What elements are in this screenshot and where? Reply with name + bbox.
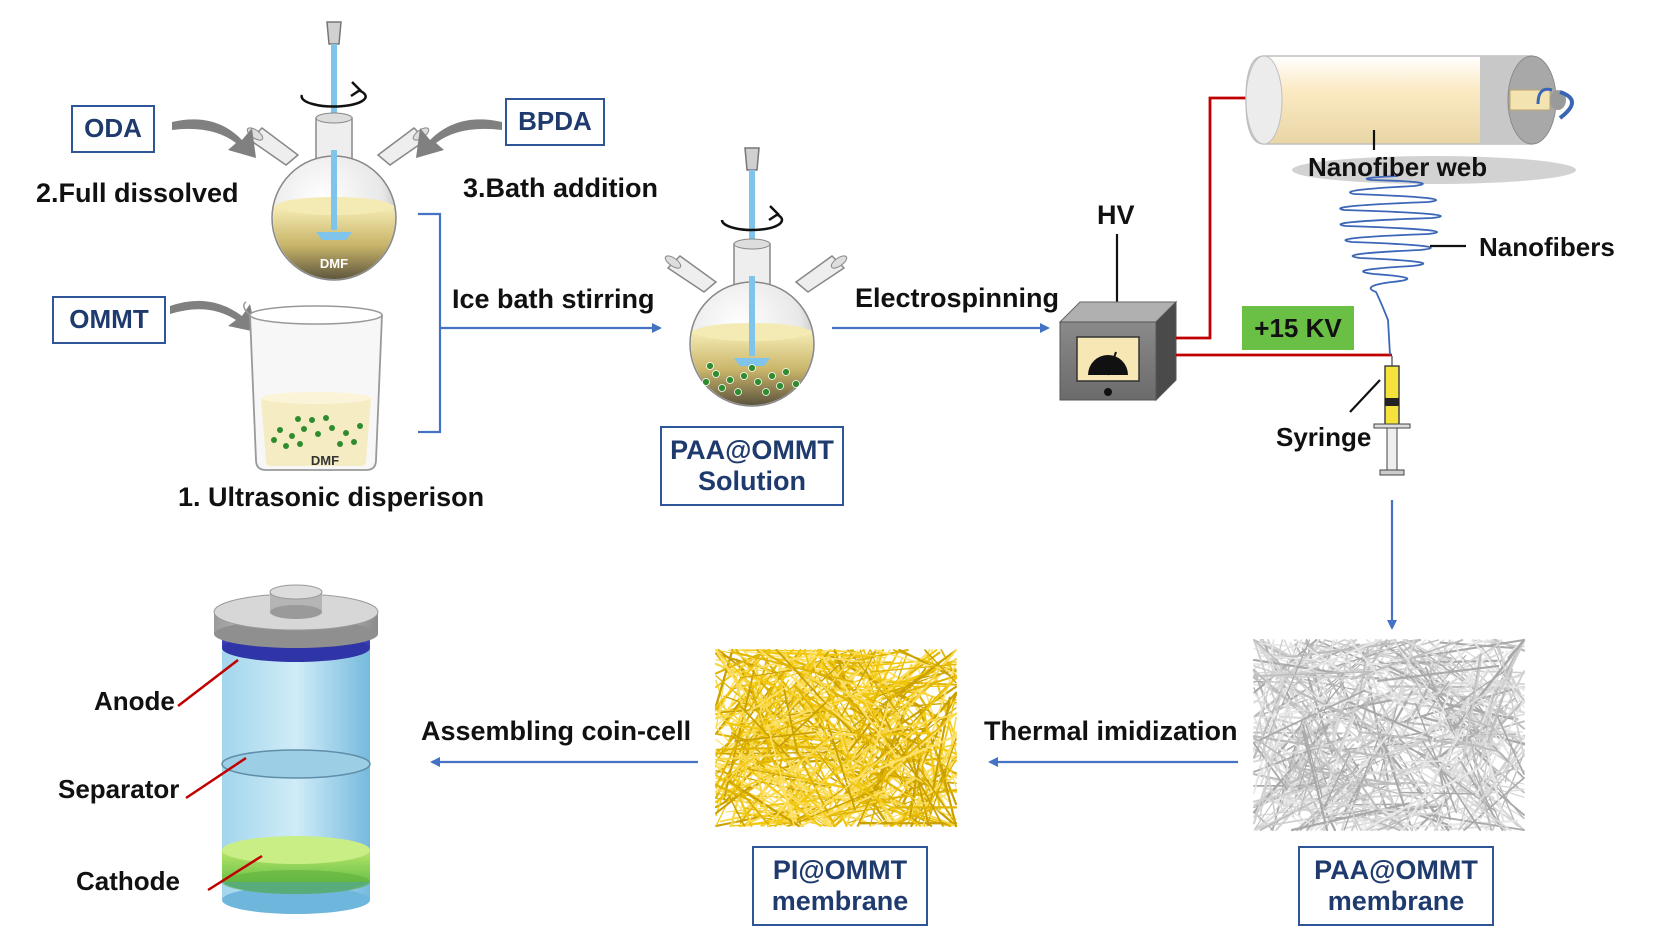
- reaction-flask-1: DMF: [245, 22, 430, 285]
- reagent-ommt: OMMT: [52, 296, 166, 344]
- fiber-strand: [1405, 760, 1467, 762]
- voltage-badge: +15 KV: [1242, 306, 1354, 350]
- reagent-bpda: BPDA: [505, 98, 605, 146]
- syringe-label: Syringe: [1276, 424, 1371, 450]
- reaction-flask-2: [663, 148, 848, 410]
- coin-cell-battery: [178, 585, 378, 914]
- paa-ommt-membrane-fibers: [1254, 640, 1524, 830]
- nanofiber-jet: [1340, 176, 1441, 355]
- fiber-strand: [1394, 746, 1465, 747]
- dmf-label-1: DMF: [320, 256, 348, 271]
- beaker: DMF: [244, 302, 382, 470]
- fiber-strand: [882, 733, 930, 734]
- reagent-oda-label: ODA: [84, 114, 142, 144]
- fiber-strand: [1254, 733, 1342, 734]
- step-bath-addition: 3.Bath addition: [463, 175, 658, 202]
- merge-bracket: [418, 214, 454, 432]
- step-electrospinning: Electrospinning: [855, 285, 1059, 312]
- dmf-label-2: DMF: [311, 453, 339, 468]
- product-paa-solution: PAA@OMMT Solution: [660, 426, 844, 506]
- step-ultrasonic: 1. Ultrasonic disperison: [178, 484, 484, 511]
- product-paa-membrane: PAA@OMMT membrane: [1298, 846, 1494, 926]
- hv-label: HV: [1097, 202, 1135, 229]
- paa-membrane-line2: membrane: [1328, 886, 1465, 917]
- syringe: [1350, 356, 1410, 475]
- product-pi-membrane: PI@OMMT membrane: [752, 846, 928, 926]
- step-assembling: Assembling coin-cell: [421, 718, 691, 745]
- wire-to-collector: [1176, 98, 1252, 338]
- pi-membrane-line2: membrane: [772, 886, 909, 917]
- reagent-ommt-label: OMMT: [69, 305, 148, 335]
- paa-solution-line2: Solution: [698, 466, 806, 497]
- step-thermal: Thermal imidization: [984, 718, 1238, 745]
- reagent-bpda-label: BPDA: [518, 107, 592, 137]
- separator-label: Separator: [58, 776, 179, 802]
- nanofiber-web-label: Nanofiber web: [1308, 154, 1487, 180]
- step-ice-bath: Ice bath stirring: [452, 286, 655, 313]
- pi-membrane-line1: PI@OMMT: [773, 855, 907, 886]
- paa-solution-line1: PAA@OMMT: [670, 435, 834, 466]
- anode-label: Anode: [94, 688, 175, 714]
- nanofibers-label: Nanofibers: [1479, 234, 1615, 260]
- hv-power-supply: [1060, 234, 1176, 400]
- fiber-strand: [1352, 804, 1404, 805]
- reagent-oda: ODA: [71, 105, 155, 153]
- cathode-label: Cathode: [76, 868, 180, 894]
- step-full-dissolved: 2.Full dissolved: [36, 180, 239, 207]
- pi-ommt-membrane-fibers: [716, 650, 956, 826]
- paa-membrane-line1: PAA@OMMT: [1314, 855, 1478, 886]
